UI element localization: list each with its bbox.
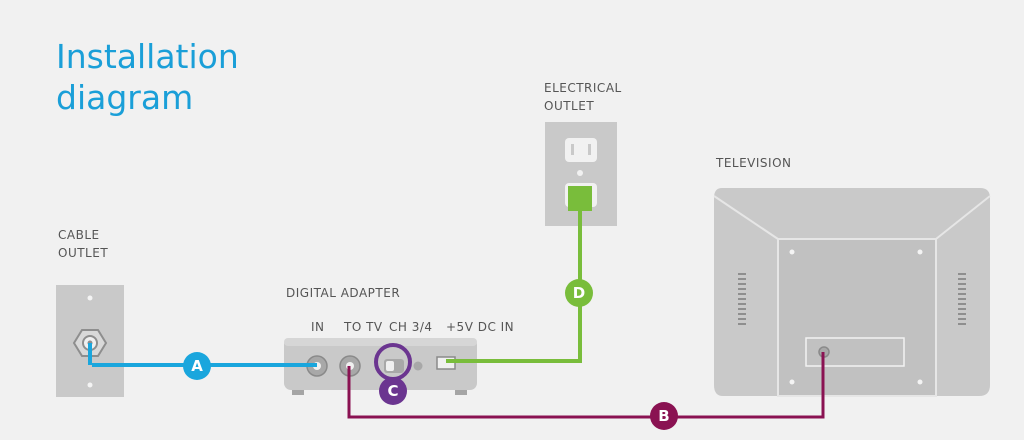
badge-a: A [183,352,211,380]
cable-b-line [347,352,825,419]
badge-b: B [650,402,678,430]
cable-d-line [446,210,582,363]
television-label: TELEVISION [716,156,792,170]
port-power-label: +5V DC IN [446,320,515,334]
electrical-outlet [545,122,617,226]
badge-d-text: D [573,284,585,302]
vent-slot [738,273,746,275]
vent-slot [738,298,746,300]
vent-slot [738,293,746,295]
badge-c: C [379,377,407,405]
vent-slot [958,278,966,280]
vent-slot [958,273,966,275]
cable-outlet-label-line2: OUTLET [58,246,109,260]
cable-outlet [56,285,124,397]
vent-slot [738,323,746,325]
digital-adapter-label: DIGITAL ADAPTER [286,286,401,300]
badge-b-text: B [658,407,669,425]
indicator-light [413,361,423,371]
vent-slot [958,298,966,300]
cable-outlet-label-line1: CABLE [58,228,100,242]
badge-c-text: C [387,382,398,400]
vent-slot [958,293,966,295]
vent-slot [738,313,746,315]
vent-slot [738,318,746,320]
vent-slot [738,308,746,310]
vent-slot [958,308,966,310]
vent-slot [958,323,966,325]
vent-slot [958,313,966,315]
port-in-label: IN [311,320,325,334]
port-to-tv-label: TO TV [344,320,383,334]
vents-right [958,273,966,325]
vent-slot [958,288,966,290]
badge-a-text: A [191,357,203,375]
vent-slot [958,303,966,305]
electrical-outlet-label: ELECTRICAL OUTLET [544,79,622,115]
electrical-outlet-label-line2: OUTLET [544,99,595,113]
vent-slot [738,288,746,290]
vent-slot [958,318,966,320]
vent-slot [738,303,746,305]
title-line-2: diagram [56,78,194,117]
cable-outlet-label: CABLE OUTLET [58,226,108,262]
vent-slot [738,278,746,280]
television [713,188,991,397]
port-ch-label: CH 3/4 [389,320,433,334]
vents-left [738,273,746,325]
vent-slot [958,283,966,285]
title-line-1: Installation [56,37,239,76]
electrical-outlet-label-line1: ELECTRICAL [544,81,622,95]
badge-d: D [565,279,593,307]
page-title: Installation diagram [56,36,239,118]
power-plug [568,186,592,211]
vent-slot [738,283,746,285]
